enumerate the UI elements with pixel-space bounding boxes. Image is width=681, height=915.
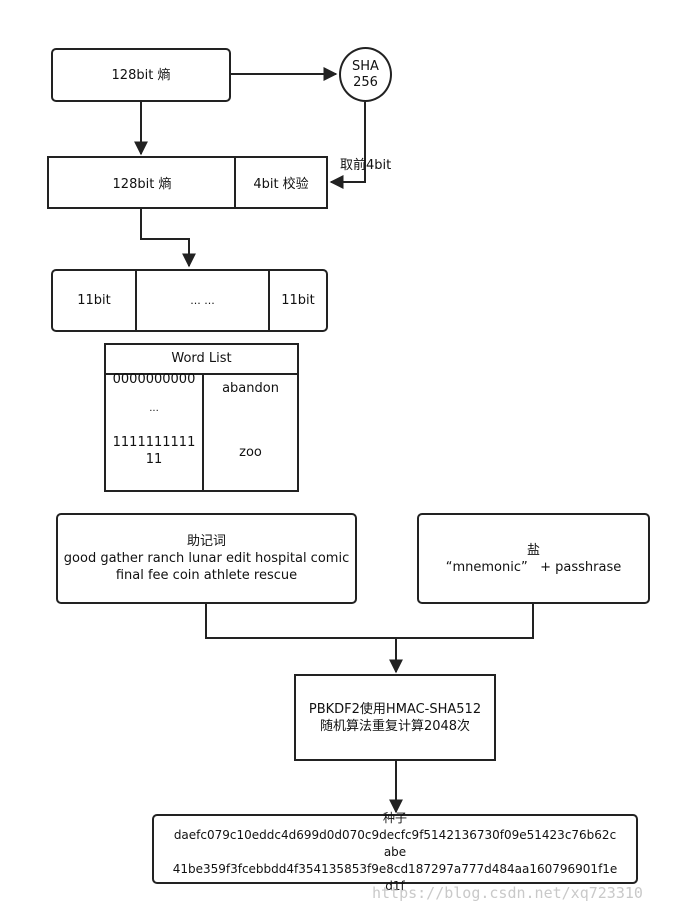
segment-middle: ... ... — [190, 294, 215, 307]
sha-label-line2: 256 — [353, 74, 378, 90]
pbkdf2-line1: PBKDF2使用HMAC-SHA512 — [308, 701, 482, 717]
combined-box: 128bit 熵 4bit 校验 — [47, 156, 328, 209]
segment-divider-right — [268, 271, 270, 330]
watermark-url: https://blog.csdn.net/xq723310 — [372, 884, 643, 902]
segments-box: 11bit ... ... 11bit — [51, 269, 328, 332]
seed-line1: daefc079c10eddc4d699d0d070c9decfc9f51421… — [173, 828, 617, 842]
mnemonic-title: 助记词 — [186, 534, 226, 549]
arrow-sha-to-checksum — [329, 102, 366, 189]
sha-label-line1: SHA — [352, 58, 379, 74]
pbkdf2-box: PBKDF2使用HMAC-SHA512 随机算法重复计算2048次 — [294, 674, 496, 761]
connector-salt-down — [396, 604, 534, 639]
word-list-divider — [202, 375, 204, 490]
word-list-table: Word List 0000000000 ... 1111111111 11 a… — [104, 343, 299, 492]
entropy-label: 128bit 熵 — [111, 67, 171, 83]
connector-mnemonic-down — [205, 604, 396, 639]
binary-last-line2: 11 — [145, 452, 163, 467]
word-first: abandon — [222, 381, 279, 396]
segment-divider-left — [135, 271, 137, 330]
seed-box: 种子 daefc079c10eddc4d699d0d070c9decfc9f51… — [152, 811, 638, 893]
seed-line4: d1f — [385, 879, 405, 893]
arrow-combined-to-segments — [140, 208, 196, 268]
mnemonic-box: 助记词 good gather ranch lunar edit hospita… — [56, 513, 357, 604]
seed-title: 种子 — [382, 811, 407, 825]
segment-last: 11bit — [281, 293, 315, 308]
binary-ellipsis: ... — [149, 403, 159, 414]
segment-first: 11bit — [77, 293, 111, 308]
checksum-cell: 4bit 校验 — [253, 177, 309, 192]
take-first-4bit-label: 取前4bit — [340, 158, 392, 173]
mnemonic-line2: final fee coin athlete rescue — [115, 568, 298, 583]
seed-line2: abe — [383, 845, 407, 859]
word-last: zoo — [239, 445, 262, 460]
binary-last: 1111111111 11 — [106, 434, 202, 468]
combined-entropy-cell: 128bit 熵 — [112, 177, 172, 192]
word-list-title: Word List — [106, 345, 297, 375]
sha256-circle: SHA 256 — [339, 47, 392, 102]
salt-title: 盐 — [526, 542, 540, 558]
mnemonic-line1: good gather ranch lunar edit hospital co… — [63, 551, 350, 566]
pbkdf2-line2: 随机算法重复计算2048次 — [319, 718, 471, 734]
salt-text: “mnemonic” + passhrase — [445, 559, 622, 575]
binary-last-line1: 1111111111 — [112, 435, 196, 450]
salt-box: 盐 “mnemonic” + passhrase — [417, 513, 650, 604]
seed-line3: 41be359f3fcebbdd4f354135853f9e8cd187297a… — [172, 862, 618, 876]
binary-first: 0000000000 — [112, 372, 196, 387]
entropy-box: 128bit 熵 — [51, 48, 231, 102]
combined-divider — [234, 158, 236, 207]
